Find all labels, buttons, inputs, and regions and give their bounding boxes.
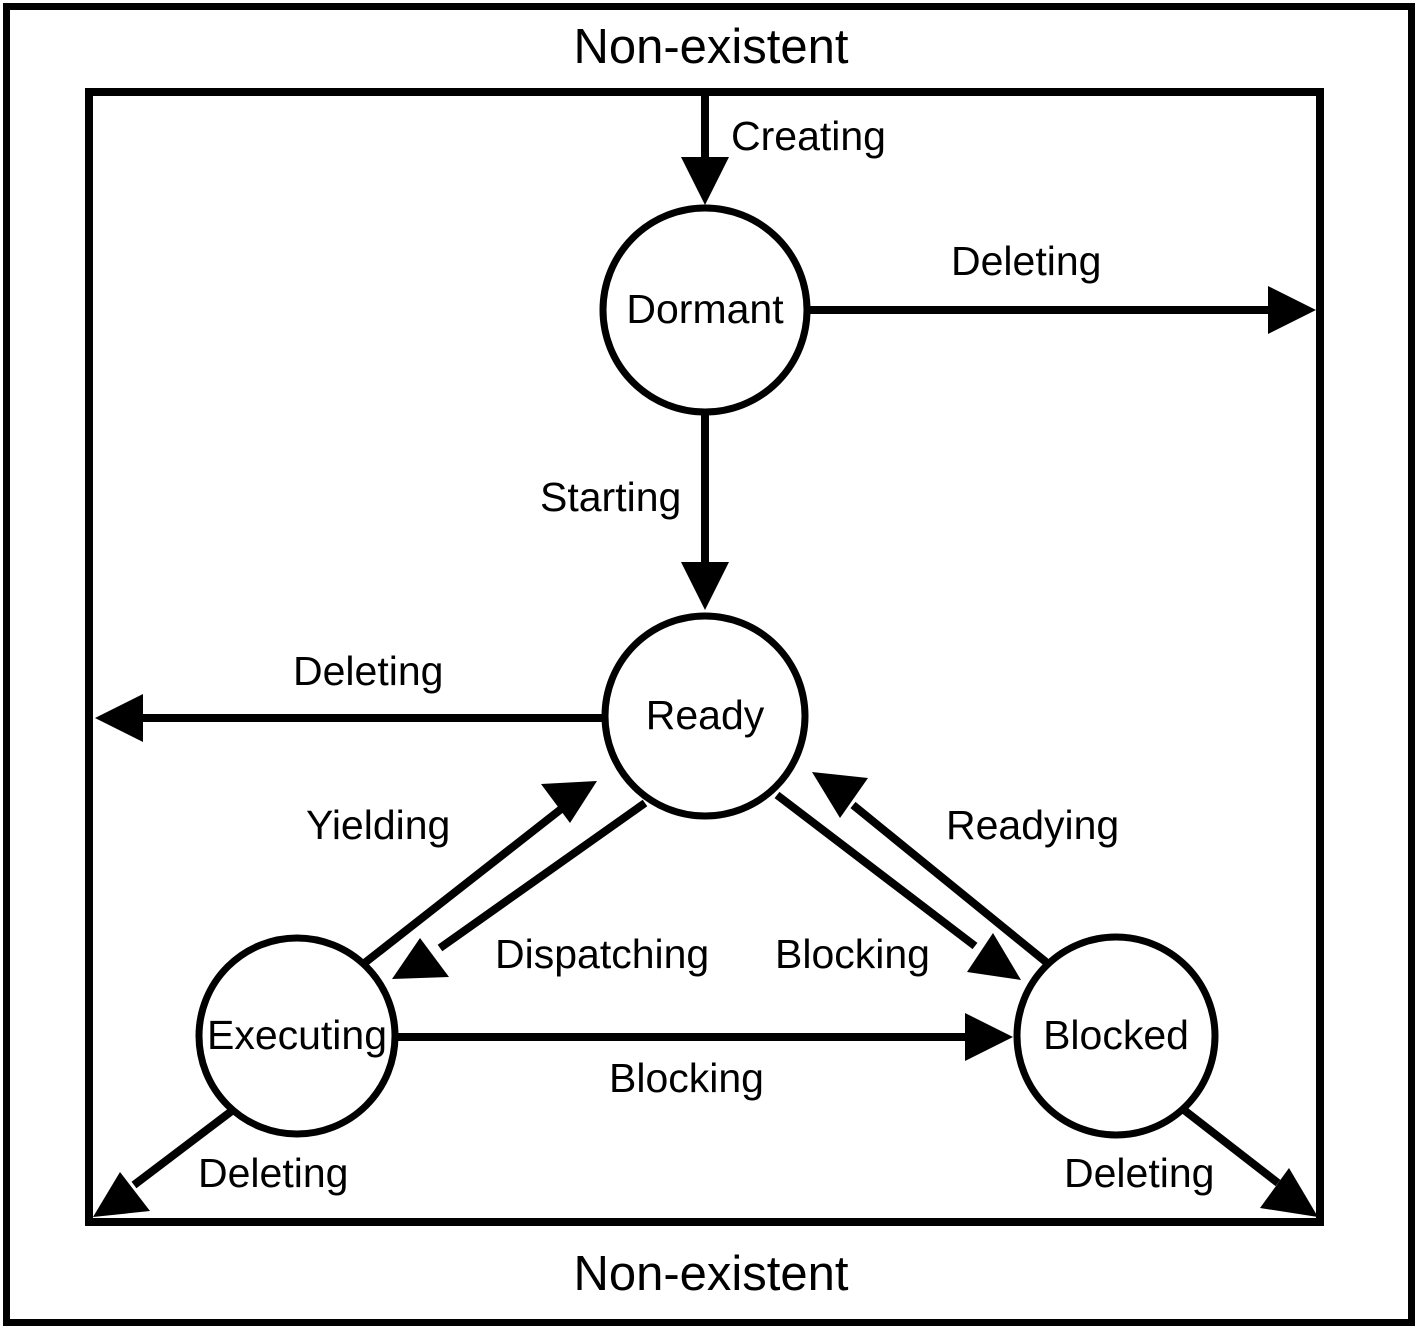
dispatching-arrow-head xyxy=(392,938,449,979)
state-circle-ready[interactable] xyxy=(601,612,809,820)
transition-label-deleting-ready: Deleting xyxy=(293,648,443,694)
deleting-ready-arrow-head xyxy=(95,694,143,742)
transition-yielding: Yielding xyxy=(306,781,597,969)
transition-label-deleting-executing: Deleting xyxy=(198,1150,348,1196)
deleting-executing-arrow-head xyxy=(93,1172,150,1217)
zone-label-bottom: Non-existent xyxy=(573,1247,848,1301)
state-circle-dormant[interactable] xyxy=(599,204,811,416)
transition-label-deleting-dormant: Deleting xyxy=(951,238,1101,284)
state-circle-executing[interactable] xyxy=(195,934,399,1138)
transition-deleting-executing: Deleting xyxy=(93,1106,348,1217)
transition-label-deleting-blocked: Deleting xyxy=(1064,1150,1214,1196)
state-node-blocked[interactable]: Blocked xyxy=(1013,933,1219,1139)
transition-label-blocking-executing: Blocking xyxy=(609,1055,764,1101)
dispatching-arrow-line xyxy=(437,799,648,952)
transition-starting: Starting xyxy=(540,414,729,610)
transition-blocking-executing: Blocking xyxy=(398,1013,1013,1101)
transition-deleting-dormant: Deleting xyxy=(810,238,1316,334)
transition-creating: Creating xyxy=(681,96,886,205)
state-node-dormant[interactable]: Dormant xyxy=(599,204,811,416)
creating-arrow-head xyxy=(681,157,729,205)
transition-label-blocking-ready: Blocking xyxy=(775,931,930,977)
transition-label-dispatching: Dispatching xyxy=(495,931,709,977)
state-label-blocked: Blocked xyxy=(1043,1012,1189,1058)
transition-label-readying: Readying xyxy=(946,802,1119,848)
deleting-executing-arrow-line xyxy=(131,1106,236,1189)
yielding-arrow-head xyxy=(541,781,597,823)
transition-deleting-blocked: Deleting xyxy=(1064,1106,1318,1217)
transition-label-starting: Starting xyxy=(540,474,681,520)
readying-arrow-head xyxy=(812,772,868,818)
state-label-ready: Ready xyxy=(646,692,765,738)
state-label-executing: Executing xyxy=(207,1012,387,1058)
state-label-dormant: Dormant xyxy=(626,286,784,332)
transition-readying: Readying xyxy=(812,772,1119,966)
state-node-executing[interactable]: Executing xyxy=(195,934,399,1138)
blocking-ready-arrow-head xyxy=(967,933,1021,980)
outer-frame xyxy=(3,3,1415,1326)
state-node-ready[interactable]: Ready xyxy=(601,612,809,820)
transition-label-creating: Creating xyxy=(731,113,886,159)
deleting-blocked-arrow-line xyxy=(1181,1106,1281,1187)
inner-frame xyxy=(85,88,1324,1226)
starting-arrow-head xyxy=(681,562,729,610)
deleting-dormant-arrow-head xyxy=(1268,286,1316,334)
deleting-blocked-arrow-head xyxy=(1260,1168,1318,1217)
transition-deleting-ready: Deleting xyxy=(95,648,604,742)
zone-label-top: Non-existent xyxy=(573,20,848,74)
blocking-executing-arrow-head xyxy=(965,1013,1013,1061)
transition-label-yielding: Yielding xyxy=(306,802,450,848)
readying-arrow-line xyxy=(850,801,1049,966)
state-circle-blocked[interactable] xyxy=(1013,933,1219,1139)
transition-dispatching: Dispatching xyxy=(392,799,709,979)
blocking-ready-arrow-line xyxy=(774,791,978,950)
yielding-arrow-line xyxy=(359,802,568,969)
transition-blocking-ready: Blocking xyxy=(774,791,1021,980)
